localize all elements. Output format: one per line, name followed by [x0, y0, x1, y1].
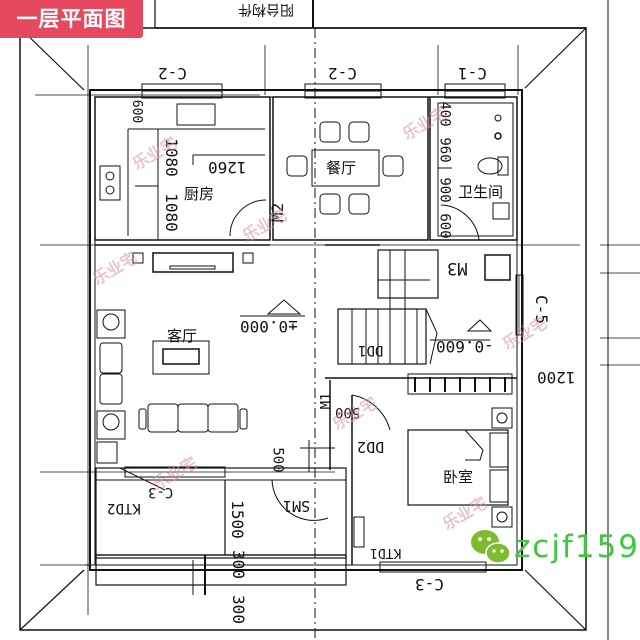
wechat-icon — [471, 530, 511, 564]
title-badge: 一层平面图 — [0, 0, 143, 38]
dim-entry-door: 500 — [269, 447, 286, 473]
window-label-bottom-right: C-3 — [415, 575, 444, 594]
dim-porch-1500: 1500 — [227, 500, 247, 539]
dim-bath-2: 960 — [436, 137, 453, 163]
room-label-dining: 餐厅 — [326, 159, 357, 177]
dim-bath-4: 600 — [436, 213, 453, 239]
door-label-bathroom: M3 — [447, 258, 468, 278]
wechat-handle: zcjf159 — [514, 529, 640, 565]
door-label-dd1: DD1 — [358, 342, 384, 358]
dim-right-1200: 1200 — [537, 368, 576, 387]
door-label-bedroom: M1 — [318, 392, 335, 410]
door-label-entry: SM1 — [283, 497, 311, 515]
dim-porch-300a: 300 — [228, 550, 248, 579]
door-label-dd2: DD2 — [357, 438, 385, 456]
dim-kitchen-counter: 1260 — [208, 158, 247, 177]
wechat-watermark: zcjf159 — [470, 527, 640, 567]
dim-kitchen-mid2: 1080 — [161, 193, 181, 232]
dim-bath-3: 900 — [436, 177, 453, 203]
room-label-kitchen: 厨房 — [184, 185, 215, 203]
door-label-ktd2: KTD2 — [107, 500, 141, 516]
room-label-bedroom: 卧室 — [443, 468, 474, 486]
dim-kitchen-top: 600 — [129, 99, 145, 124]
room-label-living: 客厅 — [167, 327, 198, 345]
dim-porch-300b: 300 — [228, 595, 248, 624]
level-living: ±0.000 — [240, 317, 298, 336]
window-label-bathroom: C-1 — [458, 64, 487, 83]
door-label-ktd1: KTD1 — [370, 545, 402, 560]
window-label-dining: C-2 — [328, 64, 357, 83]
header-label: 阳台构件 — [238, 1, 294, 17]
room-label-bathroom: 卫生间 — [458, 183, 504, 201]
window-label-kitchen: C-2 — [158, 64, 187, 83]
level-stair: -0.600 — [436, 337, 494, 356]
